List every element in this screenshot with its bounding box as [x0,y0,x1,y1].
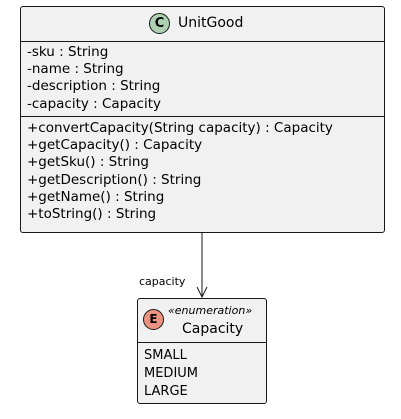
attribute-item: -sku : String [27,44,109,60]
method-item: +convertCapacity(String capacity) : Capa… [27,120,333,136]
method-item: +getSku() : String [27,154,149,171]
capacity-enum-header: E «enumeration» Capacity [138,299,266,343]
capacity-enum-name: Capacity [182,321,244,337]
enum-value-item: LARGE [144,384,188,399]
enum-stereotype: «enumeration» [168,304,253,317]
capacity-enum-box[interactable]: E «enumeration» Capacity SMALL MEDIUM LA… [137,298,267,404]
enum-value-item: SMALL [144,348,187,363]
attribute-item: -description : String [27,78,161,95]
unitgood-methods: +convertCapacity(String capacity) : Capa… [21,117,384,223]
attribute-item: -name : String [27,61,124,78]
unitgood-class-name: UnitGood [178,15,244,31]
association-label: capacity [139,275,186,288]
unitgood-class-box[interactable]: C UnitGood -sku : String -name : String … [20,6,385,233]
method-item: +getDescription() : String [27,171,202,188]
enum-badge-icon: E [143,309,164,330]
method-item: +getCapacity() : Capacity [27,137,203,154]
unitgood-attributes: -sku : String -name : String -descriptio… [21,42,384,117]
capacity-enum-values: SMALL MEDIUM LARGE [138,343,266,401]
attribute-item: -capacity : Capacity [27,95,161,112]
method-item: +getName() : String [27,188,165,205]
association-arrowhead [196,286,208,299]
method-item: +toString() : String [27,206,157,223]
class-badge-icon: C [149,13,170,34]
unitgood-class-header: C UnitGood [21,7,384,42]
enum-value-item: MEDIUM [144,366,199,381]
